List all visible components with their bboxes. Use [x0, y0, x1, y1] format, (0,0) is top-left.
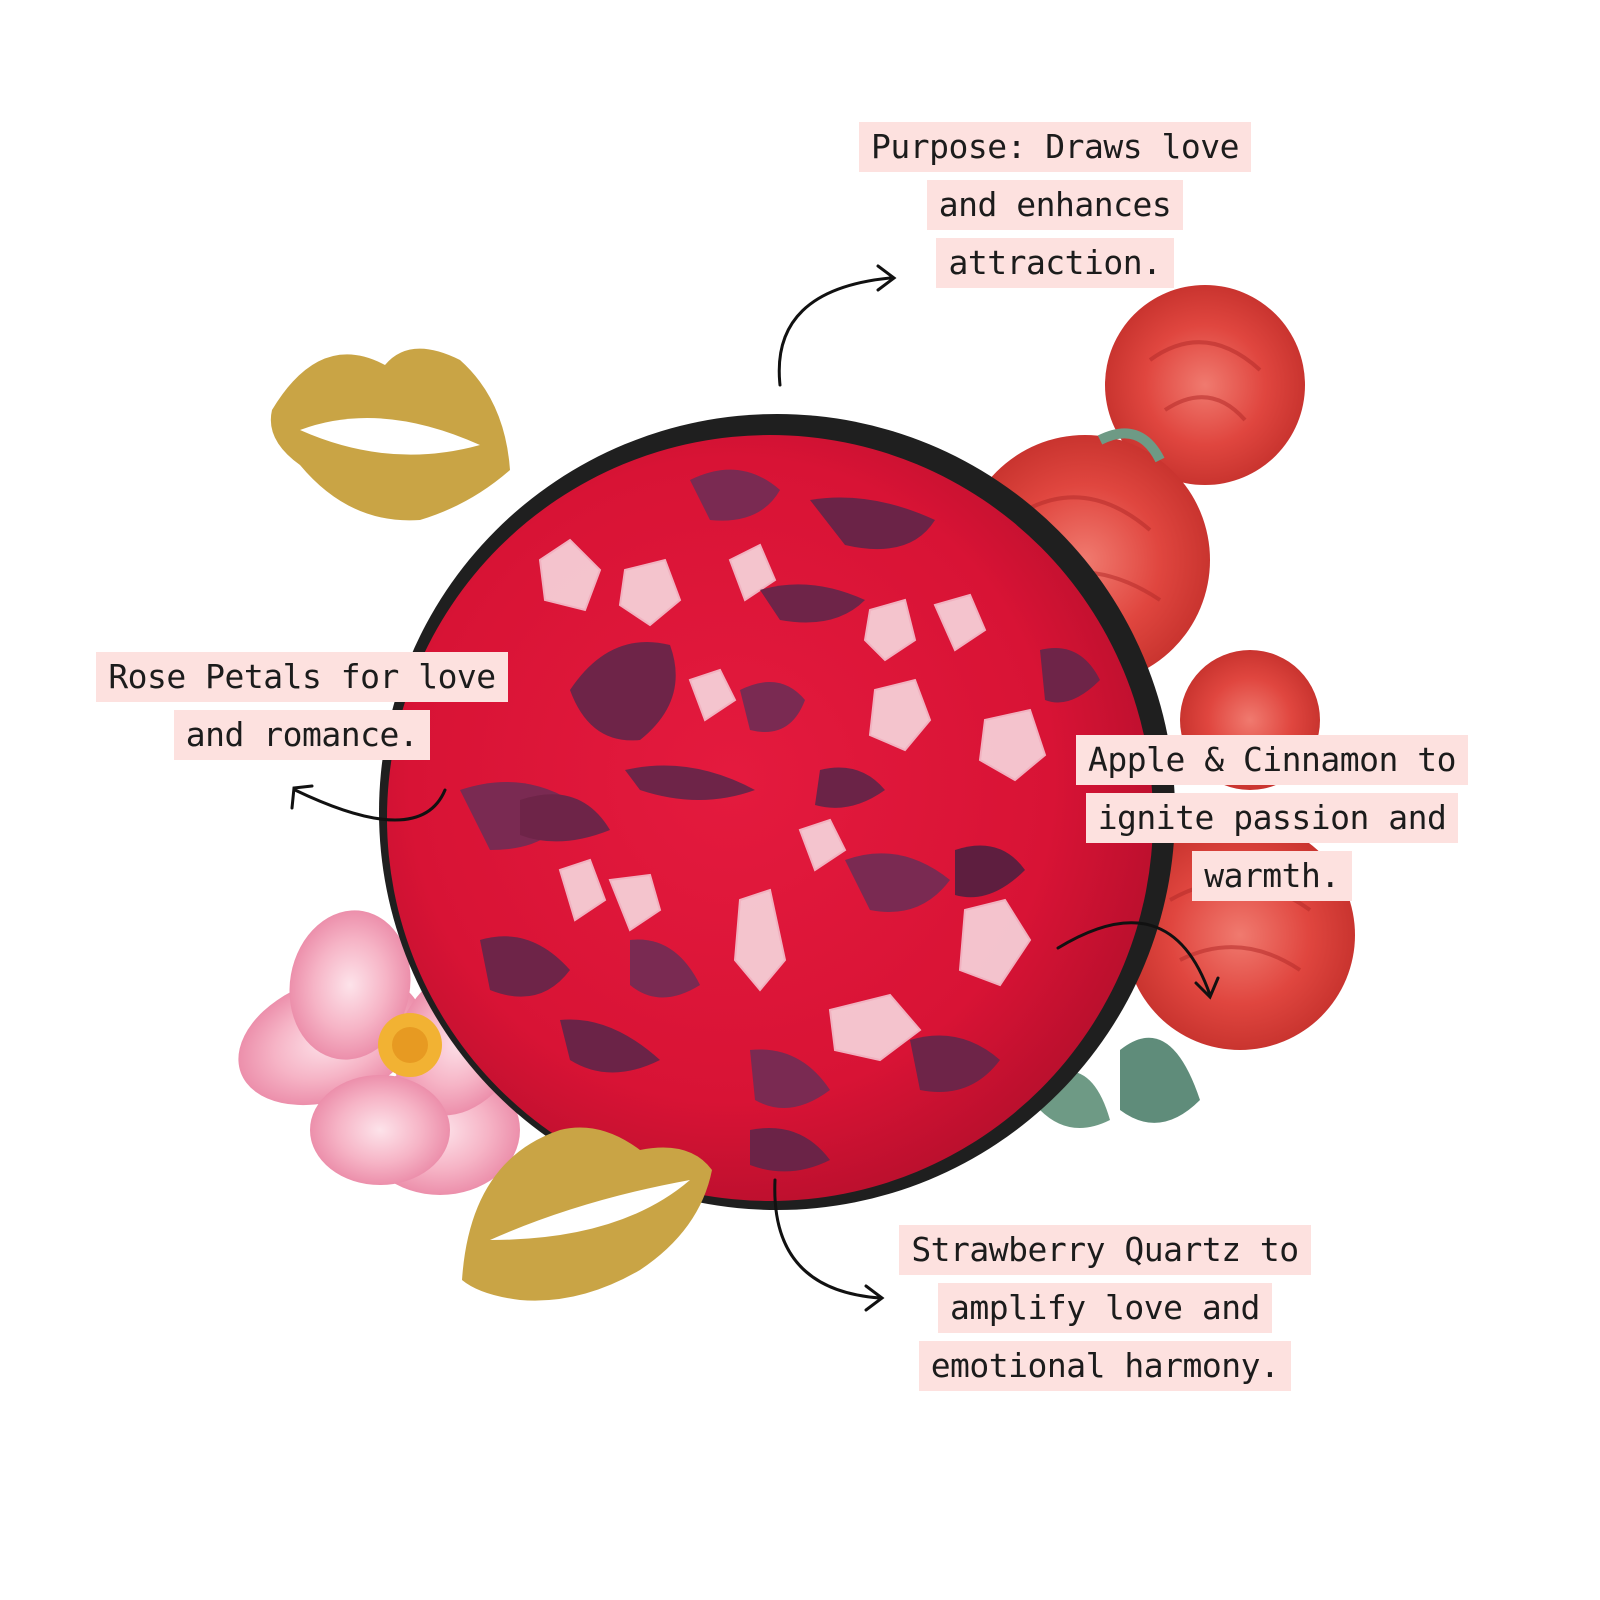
curved-arrow-icon	[1056, 921, 1212, 997]
apple-cinnamon-label: Apple & Cinnamon to ignite passion and w…	[1062, 735, 1482, 909]
strawberry-quartz-line-3: emotional harmony.	[918, 1341, 1292, 1391]
dried-rose-petals	[460, 469, 1100, 1172]
curved-arrow-icon	[1194, 976, 1220, 1000]
gold-lips-icon	[462, 1127, 712, 1301]
strawberry-quartz-label: Strawberry Quartz to amplify love and em…	[880, 1225, 1330, 1399]
curved-arrow-icon	[876, 264, 897, 292]
rose-petals-line-2: and romance.	[173, 710, 431, 760]
apple-cinnamon-line-3: warmth.	[1192, 851, 1352, 901]
rose-petals-line-1: Rose Petals for love	[96, 652, 508, 702]
curved-arrow-icon	[290, 784, 314, 810]
apple-cinnamon-line-2: ignite passion and	[1085, 793, 1459, 843]
curved-arrow-icon	[777, 276, 892, 387]
curved-arrow-icon	[864, 1284, 885, 1312]
curved-arrow-icon	[773, 1178, 882, 1300]
strawberry-quartz-crystals	[538, 538, 1047, 1062]
curved-arrow-icon	[293, 788, 447, 822]
purpose-line-3: attraction.	[936, 238, 1174, 288]
strawberry-quartz-line-2: amplify love and	[938, 1283, 1272, 1333]
purpose-line-2: and enhances	[926, 180, 1184, 230]
gold-lips-icon	[270, 348, 510, 521]
strawberry-quartz-line-1: Strawberry Quartz to	[899, 1225, 1311, 1275]
purpose-label: Purpose: Draws love and enhances attract…	[848, 122, 1262, 296]
apple-cinnamon-line-1: Apple & Cinnamon to	[1076, 735, 1468, 785]
rose-petals-label: Rose Petals for love and romance.	[92, 652, 512, 768]
purpose-line-1: Purpose: Draws love	[859, 122, 1251, 172]
